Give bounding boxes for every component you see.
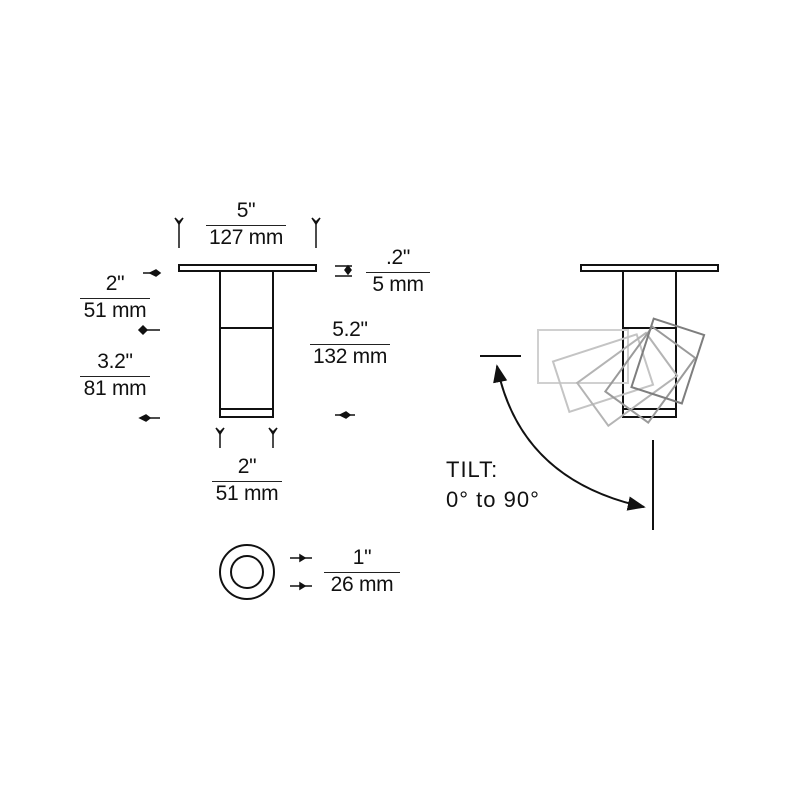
tilt-position-18 [630,317,706,405]
width-mm: 127 mm [208,226,284,249]
tilt-indicator [480,355,654,530]
upper-height-mm: 51 mm [83,299,147,322]
width-inch: 5" [206,199,286,226]
lower-height-mm: 81 mm [83,377,147,400]
total-height-mm: 132 mm [312,345,388,368]
tilt-title: TILT: [446,457,499,482]
lower-height-inch: 3.2" [80,350,150,377]
width-dimension-label: 5" 127 mm [206,199,286,250]
total-height-label: 5.2" 132 mm [310,318,390,369]
canopy-height-mm: 5 mm [372,273,424,296]
aperture-dimension-ticks [290,553,312,591]
lower-height-label: 3.2" 81 mm [80,350,150,401]
front-view-fixture [178,264,317,418]
front-view-dimension-ticks [137,217,355,448]
aperture-inch: 1" [324,546,400,573]
canopy-height-inch: .2" [366,246,430,273]
canopy-height-label: .2" 5 mm [366,246,430,297]
aperture-mm: 26 mm [330,573,394,596]
body-width-label: 2" 51 mm [212,455,282,506]
aperture-label: 1" 26 mm [324,546,400,597]
tilt-label: TILT: 0° to 90° [446,455,540,515]
total-height-inch: 5.2" [310,318,390,345]
side-view-fixture [580,264,719,418]
tilt-ghost-positions [537,317,706,428]
aperture-view [219,544,275,600]
body-width-inch: 2" [212,455,282,482]
body-width-mm: 51 mm [215,482,279,505]
tilt-arc-arrow [493,364,646,511]
aperture-outer-ring [219,544,275,600]
tilt-range: 0° to 90° [446,487,540,512]
upper-height-label: 2" 51 mm [80,272,150,323]
aperture-inner-ring [230,555,264,589]
fixture-body [219,270,274,418]
upper-height-inch: 2" [80,272,150,299]
